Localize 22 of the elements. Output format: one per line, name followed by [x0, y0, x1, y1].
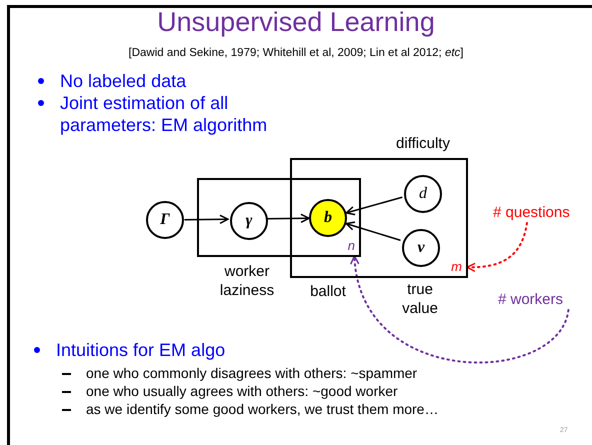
arrow [184, 214, 229, 224]
dotted-arrow [350, 255, 570, 364]
annotation-text: # workers [498, 290, 586, 310]
plate-index: m [451, 258, 462, 276]
node-caption: worker laziness [218, 262, 276, 300]
bullet-text: Intuitions for EM algo [56, 339, 226, 361]
node-caption: true value [401, 280, 439, 318]
bullet-text: No labeled data [60, 70, 188, 92]
annotation-text: # questions [493, 203, 590, 223]
bullet-text: as we identify some good workers, we trust them more… [86, 400, 440, 418]
dotted-arrow [466, 222, 528, 272]
slide-title: Unsupervised Learning [156, 6, 436, 38]
bullet-text: one who commonly disagrees with others: ~spammer [86, 364, 418, 382]
arrow [266, 214, 310, 224]
bullet-text: one who usually agrees with others: ~good worker [86, 382, 399, 400]
arrow [345, 221, 401, 241]
bullet-text: Joint estimation of all parameters: EM algorithm [60, 92, 268, 136]
arrow [346, 196, 402, 216]
plate-index: n [348, 236, 355, 254]
node-caption: difficulty [395, 134, 451, 153]
node-caption: ballot [309, 282, 347, 301]
citation-text: [Dawid and Sekine, 1979; Whitehill et al, 2009; Lin et al 2012; etc] [128, 46, 464, 61]
